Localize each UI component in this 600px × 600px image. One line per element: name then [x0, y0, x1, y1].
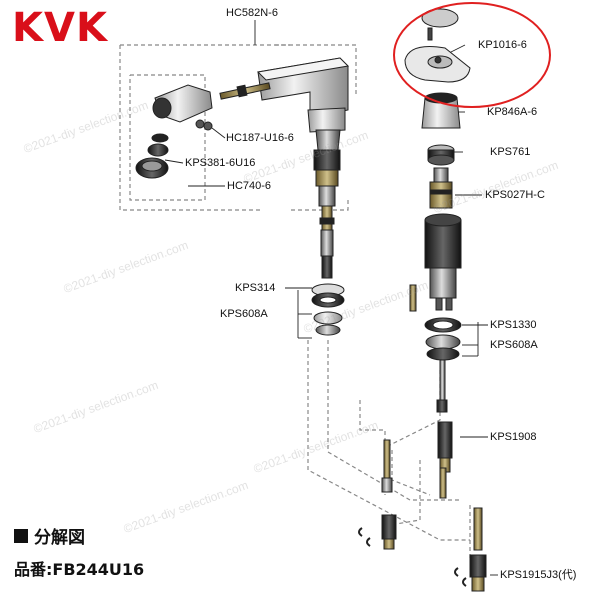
retaining-clips [358, 527, 467, 587]
shower-head [135, 84, 213, 179]
part-label: KP1016-6 [478, 39, 527, 51]
part-label: KPS1915J3(代) [500, 569, 577, 581]
model-number: 品番:FB244U16 [14, 560, 145, 579]
part-label: HC187-U16-6 [226, 132, 294, 144]
part-label: KP846A-6 [487, 106, 538, 118]
spout-body [256, 57, 350, 279]
part-label: KPS1330 [490, 319, 537, 331]
part-label: KPS314 [235, 282, 276, 294]
brand-logo: KVK [12, 5, 108, 51]
hose-rod [219, 82, 271, 100]
part-label: HC582N-6 [226, 7, 278, 19]
handle-lever [404, 8, 471, 83]
part-label: KPS608A [220, 308, 268, 320]
section-heading: 分解図 [14, 523, 85, 548]
assembly-dashed-lines [119, 44, 471, 560]
part-label: KPS027H-C [485, 189, 545, 201]
leader-lines [164, 20, 498, 576]
section-title-text: 分解図 [34, 528, 85, 548]
part-label: KPS761 [490, 146, 531, 158]
supply-pipes [381, 284, 487, 592]
part-label: KPS1908 [490, 431, 537, 443]
left-seals [311, 283, 345, 336]
part-label: KPS381-6U16 [185, 157, 256, 169]
square-bullet-icon [14, 528, 28, 543]
part-label: HC740-6 [227, 180, 272, 192]
cartridge-stack [421, 92, 462, 361]
part-label: KPS608A [490, 339, 538, 351]
highlight-circle [393, 2, 551, 108]
